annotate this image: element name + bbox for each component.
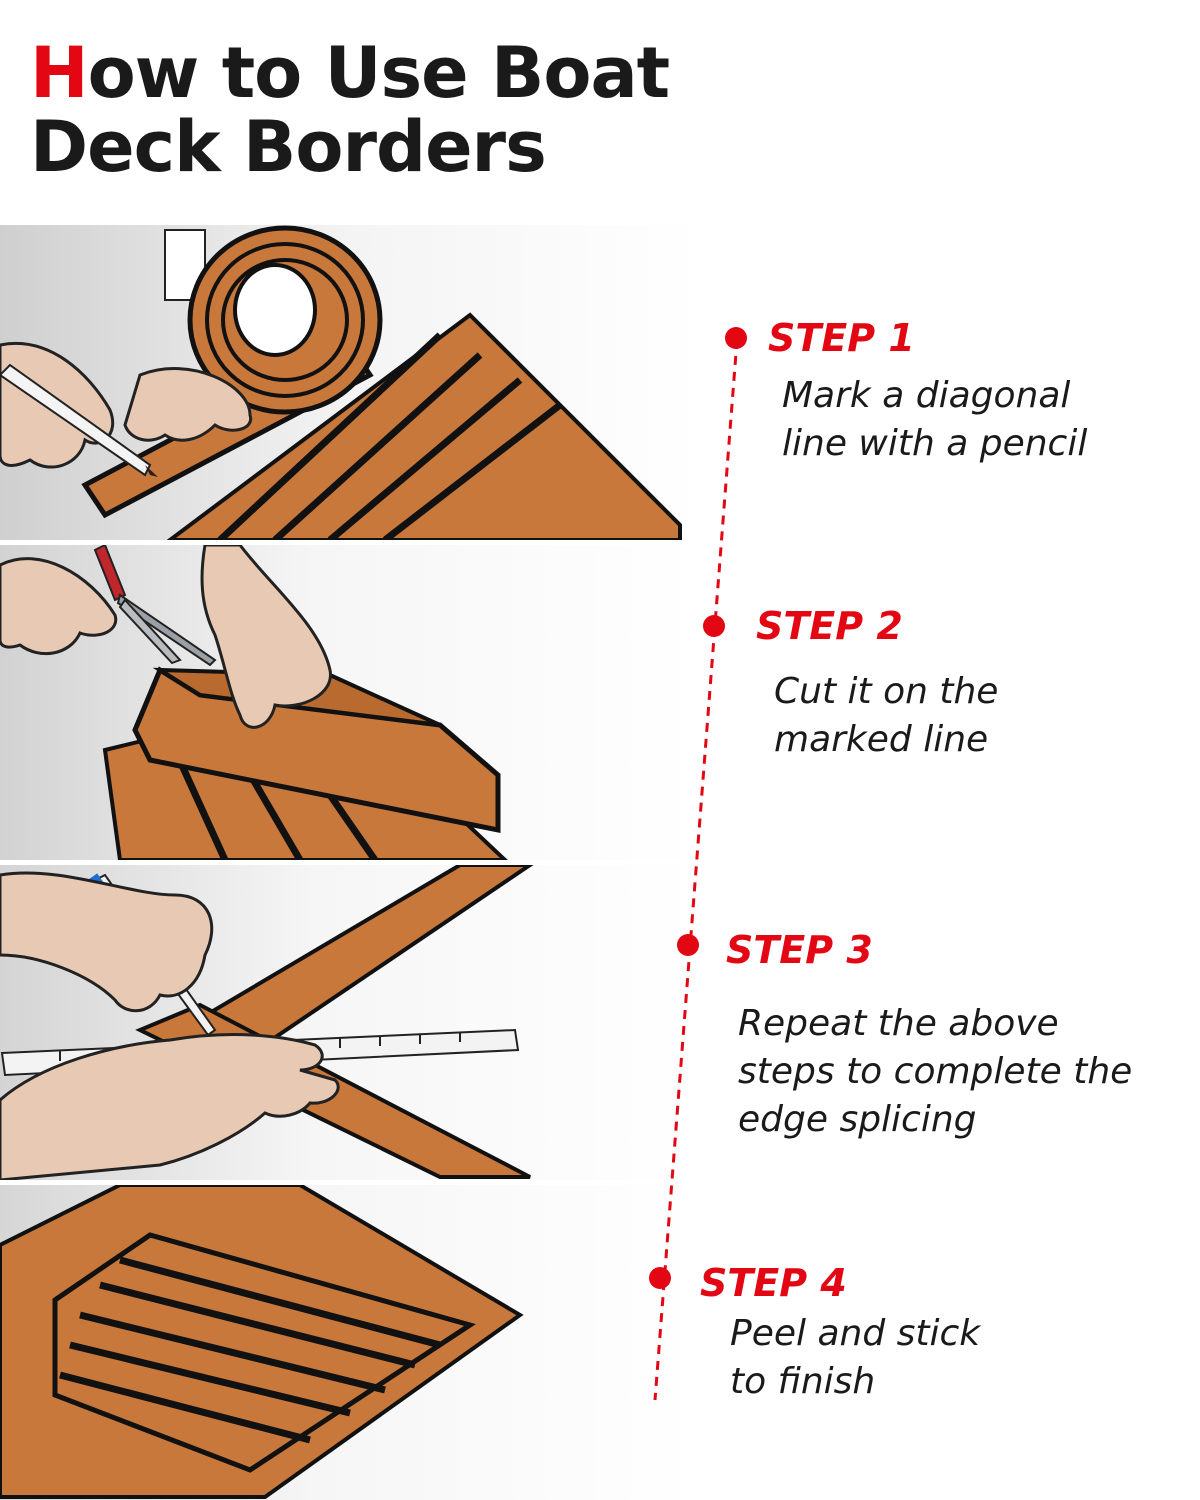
step1-label: STEP 1 [768,316,915,360]
step4-desc-line1: Peel and stick [730,1313,981,1354]
step2-desc-line2: marked line [774,719,989,760]
step3-illustration [0,865,700,1180]
step1-desc-line2: line with a pencil [782,423,1088,464]
title-line2: Deck Borders [30,106,547,188]
step2-dot [703,615,725,637]
step2-illustration [0,545,700,860]
step1-dot [725,327,747,349]
step3-desc-line3: edge splicing [738,1099,977,1140]
step1-desc-line1: Mark a diagonal [782,375,1071,416]
step4-desc-line2: to finish [730,1361,876,1402]
step4-illustration [0,1185,700,1500]
step1-illustration [0,225,700,540]
step2-desc-line1: Cut it on the [774,671,999,712]
step4-label: STEP 4 [700,1261,847,1305]
step3-desc-line2: steps to complete the [738,1051,1133,1092]
step3-label: STEP 3 [726,928,873,972]
title-line1: ow to Use Boat [87,32,671,114]
step2-label: STEP 2 [756,604,903,648]
step3-desc-line1: Repeat the above [738,1003,1059,1044]
title-accent-letter: H [30,32,89,114]
